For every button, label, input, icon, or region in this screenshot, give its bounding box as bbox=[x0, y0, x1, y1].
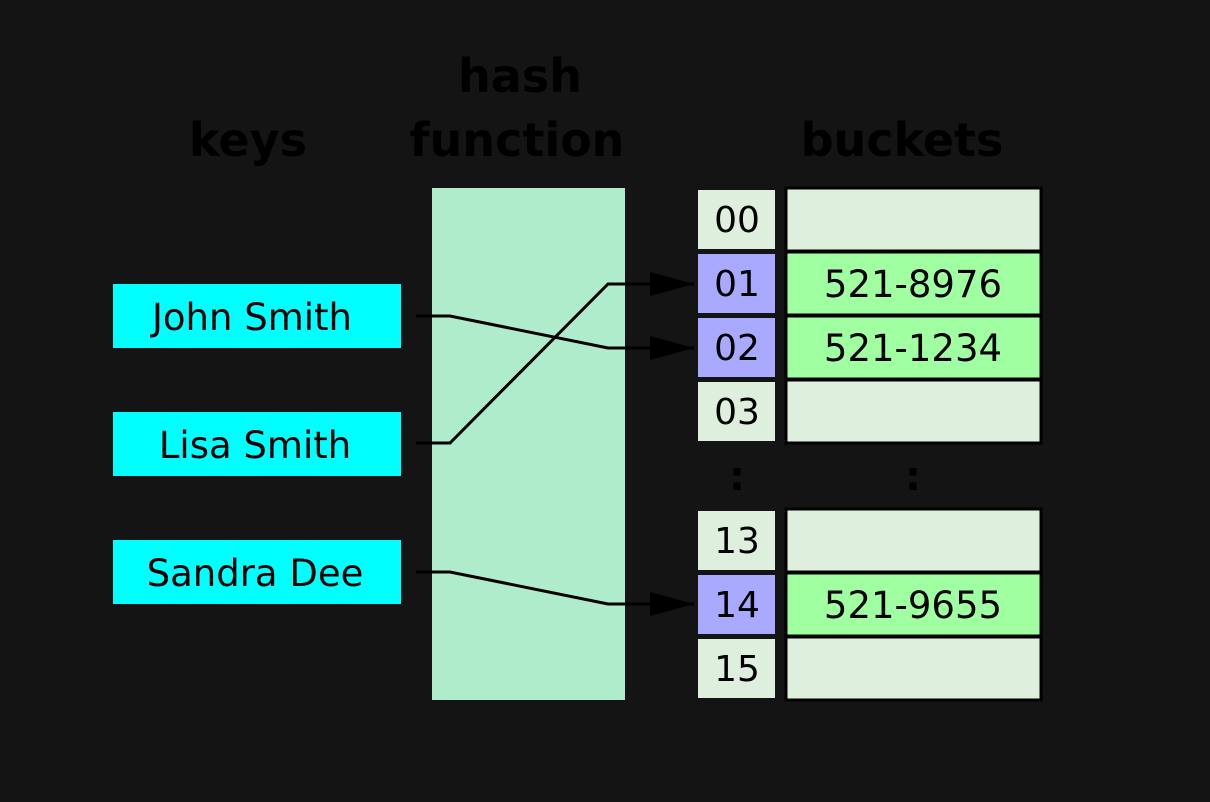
key-john-smith: John Smith bbox=[113, 284, 401, 348]
bucket-index: 03 bbox=[714, 392, 760, 433]
arrow-sandra-dee-to-14 bbox=[416, 570, 694, 616]
bucket-value: 521-9655 bbox=[824, 584, 1002, 627]
bucket-index: 00 bbox=[714, 200, 760, 241]
bucket-row-15: 15 bbox=[698, 635, 1043, 702]
bucket-index: 13 bbox=[714, 521, 760, 562]
key-lisa-smith: Lisa Smith bbox=[113, 412, 401, 476]
key-sandra-dee: Sandra Dee bbox=[113, 540, 401, 604]
bucket-index: 14 bbox=[714, 585, 760, 626]
bucket-index: 02 bbox=[714, 328, 760, 369]
index-ellipsis: : bbox=[729, 454, 745, 500]
bucket-row-01: 01 521-8976 bbox=[698, 250, 1043, 317]
hash-heading-line1: hash bbox=[458, 49, 582, 103]
bucket-row-14: 14 521-9655 bbox=[698, 571, 1043, 638]
key-label: Sandra Dee bbox=[147, 552, 364, 595]
bucket-index: 01 bbox=[714, 264, 760, 305]
keys-heading: keys bbox=[189, 113, 307, 167]
value-ellipsis: : bbox=[905, 454, 921, 500]
key-label: John Smith bbox=[150, 296, 352, 339]
hash-function-block bbox=[432, 188, 625, 700]
buckets-heading: buckets bbox=[801, 113, 1004, 167]
bucket-value: 521-8976 bbox=[824, 263, 1002, 306]
bucket-row-03: 03 bbox=[698, 378, 1043, 445]
bucket-row-00: 00 bbox=[698, 186, 1043, 253]
bucket-value: 521-1234 bbox=[824, 327, 1002, 370]
bucket-row-13: 13 bbox=[698, 507, 1043, 574]
arrow-john-smith-to-02 bbox=[416, 314, 694, 360]
key-label: Lisa Smith bbox=[159, 424, 351, 467]
bucket-row-02: 02 521-1234 bbox=[698, 314, 1043, 381]
arrow-lisa-smith-to-01 bbox=[416, 272, 694, 445]
bucket-index: 15 bbox=[714, 649, 760, 690]
hash-heading-line2: function bbox=[410, 113, 625, 167]
